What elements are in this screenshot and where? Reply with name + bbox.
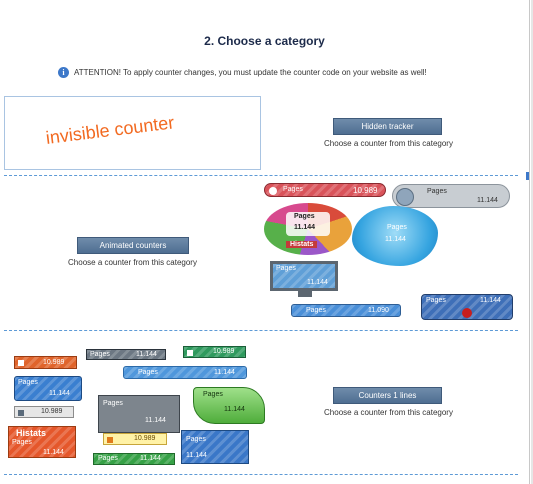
page-title: 2. Choose a category (204, 34, 325, 48)
counter-sample[interactable]: Pages 11.144 (93, 453, 175, 465)
counter-sample[interactable]: Pages 11.144 (421, 294, 513, 320)
bar-chart-icon (18, 410, 24, 416)
attention-text: ATTENTION! To apply counter changes, you… (74, 68, 427, 77)
counter-sample[interactable]: Pages 11.144 (193, 387, 265, 424)
globe-icon (396, 188, 414, 206)
counter-sample[interactable]: 10.989 (14, 406, 74, 418)
info-icon: i (58, 67, 69, 78)
bar-chart-icon (107, 437, 113, 443)
animated-counters-button[interactable]: Animated counters (77, 237, 189, 254)
counter-sample[interactable]: Pages 11.144 (392, 184, 510, 208)
dot-icon (269, 187, 277, 195)
counter-sample[interactable]: Pages 11.144 (98, 395, 180, 433)
attention-notice: i ATTENTION! To apply counter changes, y… (58, 67, 427, 78)
window-scroll-edge (531, 0, 533, 484)
counter-sample[interactable]: Pages 11.144 Histats (264, 203, 352, 255)
bar-chart-icon (187, 350, 193, 356)
counter-sample[interactable]: 10.989 (14, 356, 77, 369)
category-separator (4, 330, 518, 331)
category-separator (4, 175, 518, 176)
animated-counters-subtitle: Choose a counter from this category (68, 258, 197, 267)
knob-icon (462, 308, 472, 318)
counters-1-lines-subtitle: Choose a counter from this category (324, 408, 453, 417)
counter-sample[interactable]: Pages 11.144 (352, 206, 438, 266)
counters-1-lines-button[interactable]: Counters 1 lines (333, 387, 442, 404)
counter-sample[interactable]: Histats Pages 11.144 (8, 426, 76, 458)
window-right-border (529, 0, 530, 484)
counter-sample[interactable]: 10.989 (183, 346, 246, 358)
counter-sample[interactable]: Pages 11.144 (14, 376, 82, 401)
counter-sample[interactable]: Pages 10.989 (264, 183, 386, 197)
invisible-counter-preview[interactable] (4, 96, 261, 170)
counter-sample[interactable]: Pages 11.144 (181, 430, 249, 464)
hidden-tracker-subtitle: Choose a counter from this category (324, 139, 453, 148)
counter-sample[interactable]: Pages 11.144 (123, 366, 247, 379)
category-separator (4, 474, 518, 475)
counter-sample[interactable]: 10.989 (103, 433, 167, 445)
hidden-tracker-button[interactable]: Hidden tracker (333, 118, 442, 135)
counter-sample[interactable]: Pages 11.144 (86, 349, 166, 360)
monitor-stand (298, 291, 312, 297)
counter-sample[interactable]: Pages 11.144 (270, 261, 338, 291)
scroll-marker (526, 172, 529, 180)
counter-sample[interactable]: Pages 11.090 (291, 304, 401, 317)
bar-chart-icon (18, 360, 24, 366)
